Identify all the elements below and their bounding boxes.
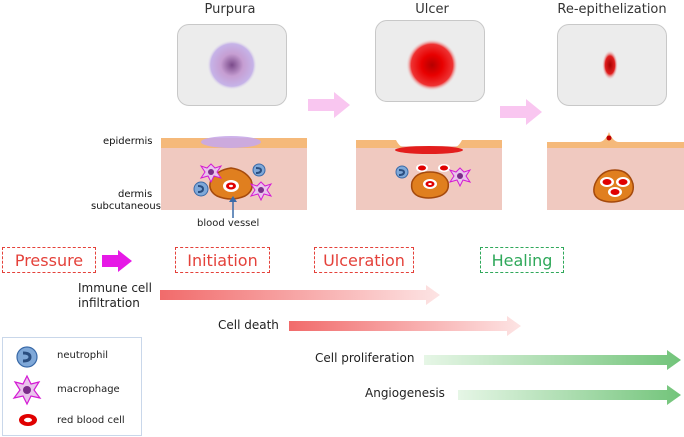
- cell-proliferation-arrow: [424, 350, 681, 370]
- phase-pressure: Pressure: [2, 247, 96, 273]
- stage-title-ulcer: Ulcer: [415, 2, 449, 17]
- pressure-arrow: [102, 250, 132, 272]
- subcutaneous-label: subcutaneous: [91, 201, 161, 212]
- legend: neutrophil macrophage red blood cell: [2, 337, 142, 436]
- angiogenesis-label: Angiogenesis: [365, 386, 445, 400]
- immune-infiltration-label-line2: infiltration: [78, 296, 140, 310]
- phase-healing: Healing: [480, 247, 564, 273]
- skin-section-purpura: [161, 136, 307, 210]
- purpura-surface-view: [177, 24, 287, 106]
- immune-infiltration-arrow: [160, 285, 440, 305]
- phase-initiation: Initiation: [175, 247, 270, 273]
- phase-ulceration: Ulceration: [314, 247, 414, 273]
- dermis-label: dermis: [118, 189, 153, 200]
- blood-vessel-label: blood vessel: [197, 218, 260, 229]
- cell-death-label: Cell death: [218, 318, 279, 332]
- angiogenesis-arrow: [458, 385, 681, 405]
- stage-title-reepithelization: Re-epithelization: [557, 2, 667, 17]
- healing-lesion: [602, 50, 618, 80]
- blood-vessel-pointer-arrow: [229, 196, 237, 218]
- cell-proliferation-label: Cell proliferation: [315, 351, 415, 365]
- epidermis-label: epidermis: [103, 136, 153, 147]
- immune-infiltration-label-line1: Immune cell: [78, 281, 152, 295]
- neutrophil-icon: [16, 346, 38, 368]
- progression-arrow-1: [308, 92, 350, 118]
- legend-macrophage-label: macrophage: [57, 384, 120, 395]
- ulcer-surface-view: [375, 20, 485, 102]
- red-blood-cell-icon: [19, 414, 37, 426]
- reepithelization-surface-view: [557, 24, 667, 106]
- purpura-lesion: [207, 40, 257, 90]
- skin-section-ulcer: [356, 140, 502, 210]
- macrophage-icon: [12, 374, 42, 406]
- progression-arrow-2: [500, 99, 542, 125]
- ulcer-lesion: [406, 39, 458, 91]
- legend-neutrophil-label: neutrophil: [57, 350, 109, 361]
- stage-title-purpura: Purpura: [204, 2, 256, 17]
- legend-rbc-label: red blood cell: [57, 415, 125, 426]
- cell-death-arrow: [289, 316, 521, 336]
- skin-section-healing: [547, 132, 684, 210]
